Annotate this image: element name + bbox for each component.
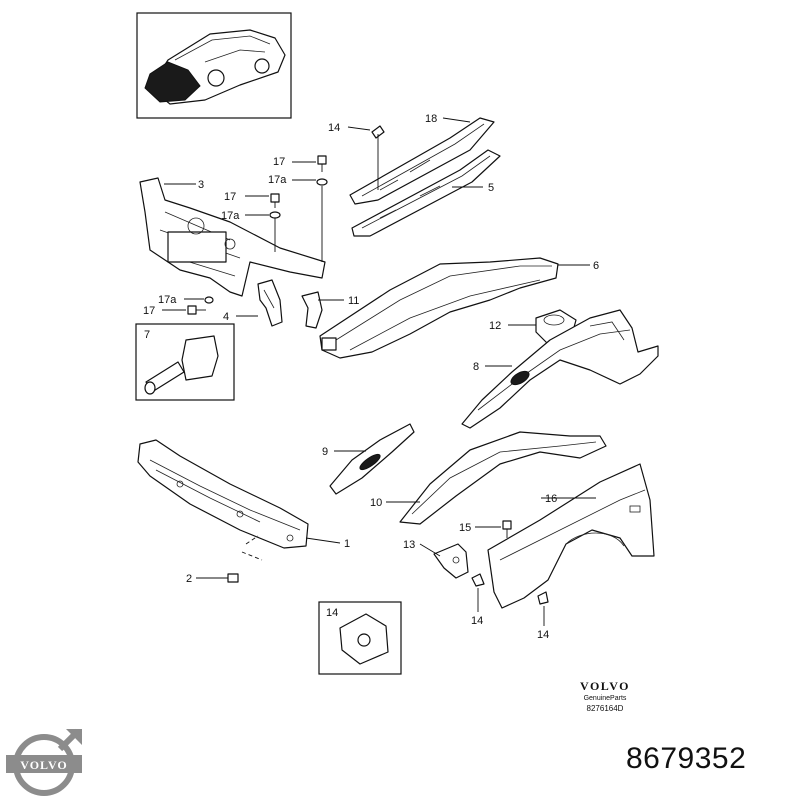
part-11-bracket [301,291,323,329]
part-17-bolt-mid [269,193,281,219]
volvo-iron-mark-icon: VOLVO [6,728,82,796]
part-17-bolt-top [316,155,328,186]
part-17-bolt-left [187,296,214,315]
callout-4: 4 [223,311,229,323]
callout-17-mid: 17 [224,191,236,203]
callout-3: 3 [198,179,204,191]
part-6-longitudinal-member [319,257,559,359]
callout-15: 15 [459,522,471,534]
part-13-bracket [433,543,469,579]
callout-8: 8 [473,361,479,373]
part-2-bolt [227,535,263,583]
part-3-radiator-support [139,177,326,297]
callout-17a-left: 17a [158,294,177,306]
callout-13: 13 [403,539,415,551]
callout-17-left: 17 [143,305,155,317]
callout-17a-mid: 17a [221,210,240,222]
part-9-panel [329,423,415,495]
brand-tagline: GenuineParts [583,695,627,702]
part-18-rail [349,117,495,205]
part-4-bracket [257,279,283,327]
logo-wordmark: VOLVO [20,758,67,772]
callout-1: 1 [344,538,350,550]
callout-14-right: 14 [537,629,549,641]
part-7-inset [135,323,235,401]
callout-17-top: 17 [273,156,285,168]
part-5-rail [351,149,501,237]
callout-6: 6 [593,260,599,272]
callout-16: 16 [545,493,557,505]
callout-5: 5 [488,182,494,194]
brand-name: VOLVO [580,679,630,693]
part-1-bumper-beam [137,439,309,549]
part-14-clip-mid [471,573,485,587]
leader-lines [162,117,596,626]
callout-9: 9 [322,446,328,458]
part-15-bolt [502,520,512,538]
callout-2: 2 [186,573,192,585]
callout-12: 12 [489,320,501,332]
callout-14-top: 14 [328,122,340,134]
callout-14-inset: 14 [326,607,338,619]
drawing-code: 8276164D [586,704,624,713]
car-overview-inset [136,12,292,119]
part-10-apron [399,431,607,525]
part-8-wheelhouse [461,309,659,429]
callout-10: 10 [370,497,382,509]
part-14-inset [318,601,402,675]
part-16-front-fender [487,463,655,609]
part-14-clip-top [371,125,385,139]
part-number: 8679352 [626,742,747,775]
callout-7: 7 [144,329,150,341]
callout-11: 11 [348,295,359,307]
callout-18: 18 [425,113,437,125]
brand-stamp: VOLVO GenuineParts 8276164D [555,679,655,713]
callouts: 14 18 5 17 17a 3 17 17a 17a 17 4 11 6 12… [143,113,599,641]
part-14-clip-right [537,591,549,605]
callout-17a-top: 17a [268,174,287,186]
callout-14-mid: 14 [471,615,483,627]
